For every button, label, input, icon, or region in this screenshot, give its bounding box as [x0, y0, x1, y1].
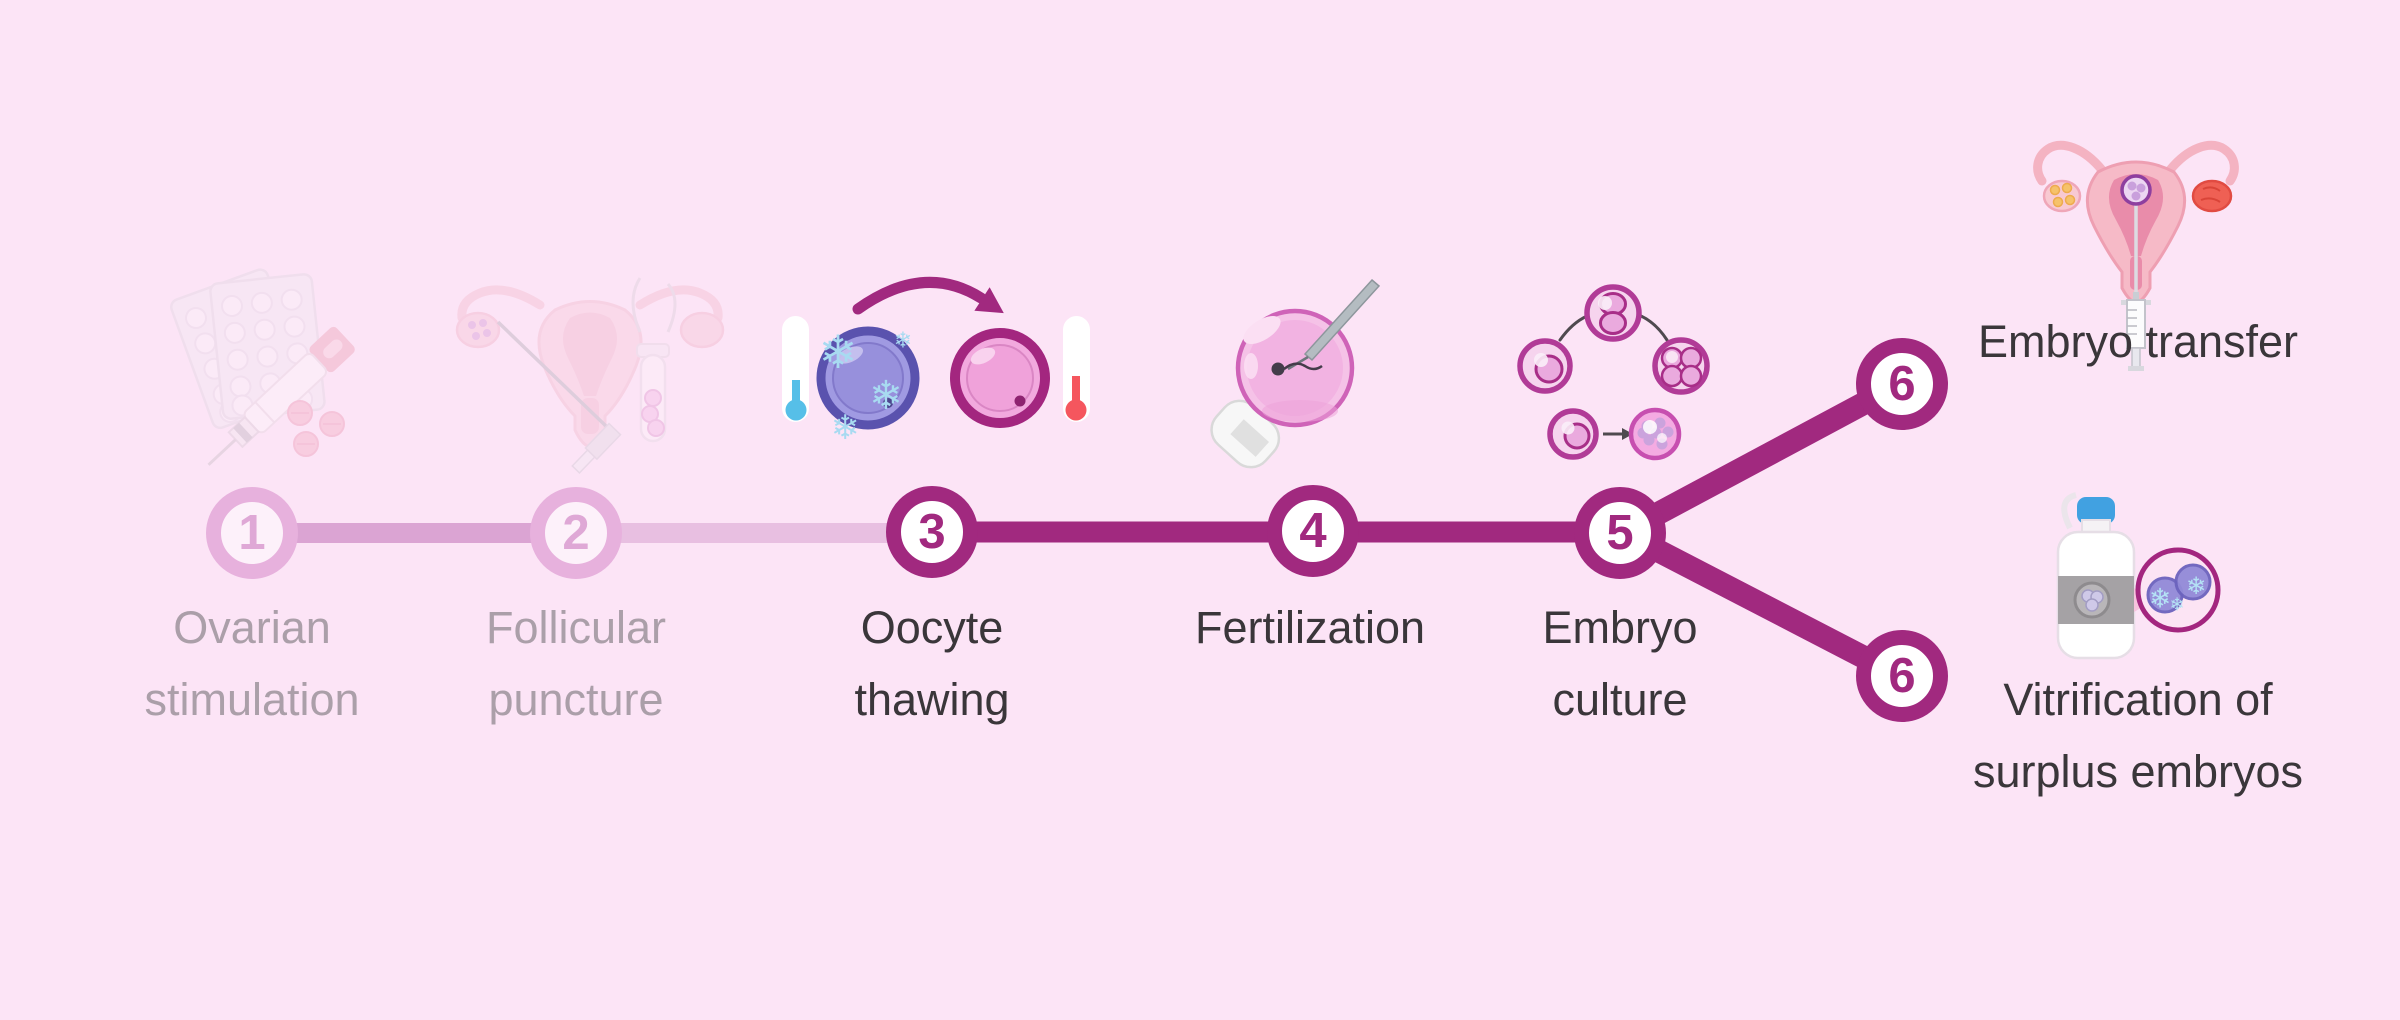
- cold-thermometer-icon: [782, 316, 809, 422]
- step-2-label: Follicular puncture: [485, 602, 667, 725]
- step-3-label: Oocyte thawing: [854, 602, 1010, 725]
- sperm-icon: [1271, 362, 1323, 376]
- step-6-transfer-label: Embryo transfer: [1977, 316, 2299, 367]
- step-5-label: Embryo culture: [1542, 602, 1698, 725]
- svg-text:❄: ❄: [2169, 595, 2184, 616]
- uterus-puncture-icon: [455, 277, 725, 474]
- step-4-circle: 4: [1267, 485, 1359, 577]
- svg-text:❄: ❄: [869, 373, 903, 419]
- svg-text:❄: ❄: [2149, 584, 2172, 615]
- pink-pills: [287, 400, 345, 457]
- development-arrow: [1603, 428, 1633, 440]
- step-1-label: Ovarian stimulation: [144, 602, 360, 725]
- step-4-number: 4: [1299, 504, 1327, 558]
- transfer-syringe: [2121, 292, 2151, 371]
- step-6-transfer-circle: 6: [1856, 338, 1948, 430]
- step-6-vitrification-circle: 6: [1856, 630, 1948, 722]
- svg-text:❄: ❄: [819, 325, 858, 379]
- svg-text:❄: ❄: [831, 408, 860, 448]
- step-5-number: 5: [1606, 506, 1634, 560]
- step-6-vitrification-number: 6: [1888, 649, 1916, 703]
- warm-thermometer-icon: [1063, 316, 1090, 422]
- step-6-transfer-number: 6: [1888, 357, 1916, 411]
- frozen-embryos-magnifier: ❄ ❄ ❄: [2135, 547, 2221, 633]
- vitrification-tank-icon: ❄ ❄ ❄: [2056, 492, 2221, 660]
- step-1-circle: 1: [206, 487, 298, 579]
- step-3-circle: 3: [886, 486, 978, 578]
- icsi-fertilization-icon: [1210, 278, 1381, 469]
- step-1-number: 1: [238, 506, 266, 560]
- frozen-oocyte: ❄ ❄ ❄ ❄: [816, 325, 920, 448]
- svg-text:❄: ❄: [2186, 572, 2206, 600]
- svg-text:❄: ❄: [894, 329, 912, 354]
- thaw-arrow-icon: [852, 276, 1004, 315]
- step-3-number: 3: [918, 505, 946, 559]
- holding-pipette: [1210, 399, 1281, 469]
- medication-syringe-icon: [169, 267, 355, 466]
- embryo-transfer-icon: [2033, 140, 2239, 371]
- oocyte-thawing-icon: ❄ ❄ ❄ ❄: [782, 276, 1090, 448]
- step-5-circle: 5: [1574, 487, 1666, 579]
- embryo-culture-icon: [1517, 284, 1710, 461]
- morula-cell: [1628, 407, 1682, 461]
- step-4-label: Fertilization: [1194, 602, 1426, 653]
- step-2-circle: 2: [530, 487, 622, 579]
- step-2-number: 2: [562, 506, 590, 560]
- thawed-oocyte: [950, 328, 1050, 428]
- step-6-vitrification-label: Vitrification of surplus embryos: [1972, 674, 2304, 797]
